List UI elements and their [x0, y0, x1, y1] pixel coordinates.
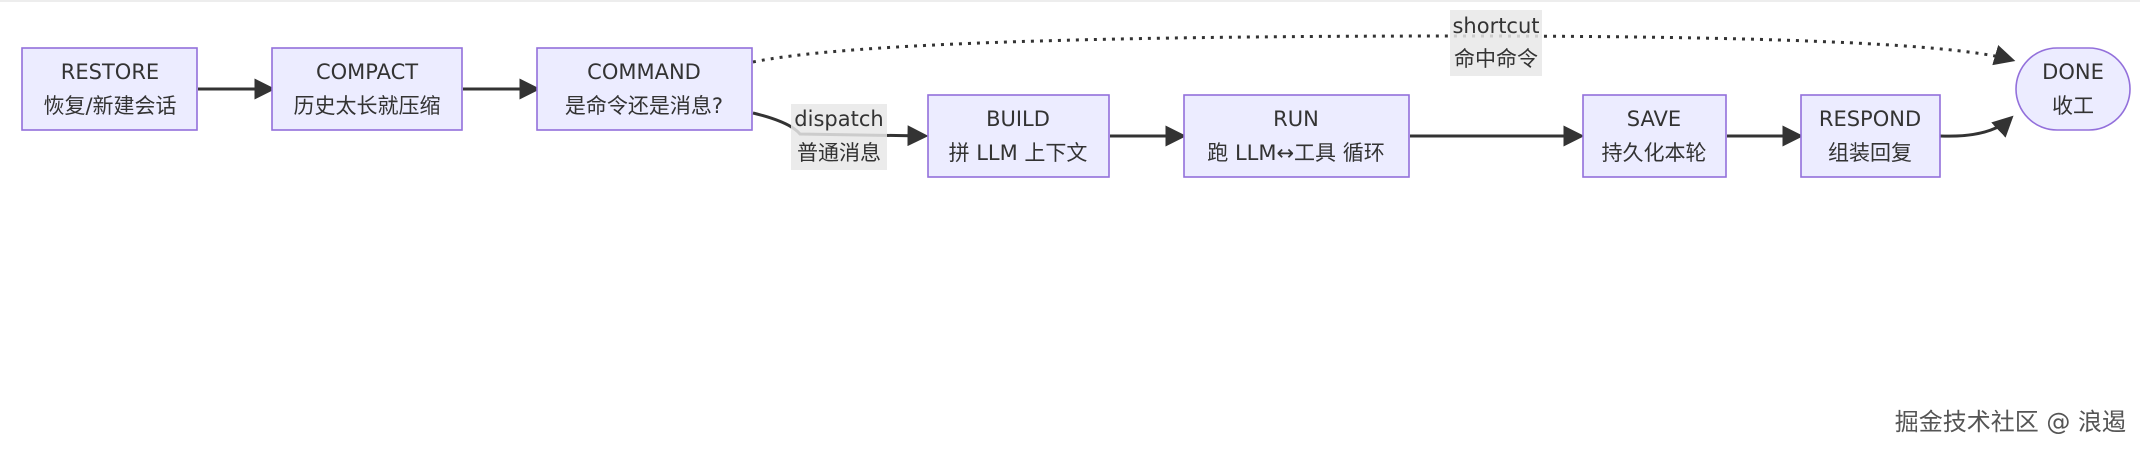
node-command-subtitle: 是命令还是消息? [565, 94, 723, 118]
node-run-title: RUN [1273, 107, 1319, 131]
top-divider [0, 0, 2140, 2]
node-command: COMMAND 是命令还是消息? [536, 47, 753, 131]
node-compact-subtitle: 历史太长就压缩 [294, 94, 441, 118]
node-build-title: BUILD [986, 107, 1050, 131]
node-run-subtitle: 跑 LLM↔工具 循环 [1207, 141, 1384, 165]
edge-label-dispatch: dispatch 普通消息 [791, 104, 887, 170]
node-compact-title: COMPACT [316, 60, 418, 84]
node-done: DONE 收工 [2015, 47, 2131, 131]
node-restore-title: RESTORE [61, 60, 159, 84]
node-save-title: SAVE [1627, 107, 1681, 131]
node-build: BUILD 拼 LLM 上下文 [927, 94, 1110, 178]
node-build-subtitle: 拼 LLM 上下文 [949, 141, 1088, 165]
node-restore-subtitle: 恢复/新建会话 [43, 94, 176, 118]
edge-respond-done [1939, 115, 2014, 138]
node-compact: COMPACT 历史太长就压缩 [271, 47, 463, 131]
edge-label-shortcut-zh: 命中命令 [1454, 47, 1538, 71]
node-done-title: DONE [2042, 60, 2104, 84]
edge-command-done [752, 34, 2016, 66]
edge-label-dispatch-en: dispatch [794, 107, 883, 131]
node-run: RUN 跑 LLM↔工具 循环 [1183, 94, 1410, 178]
node-save: SAVE 持久化本轮 [1582, 94, 1727, 178]
node-save-subtitle: 持久化本轮 [1602, 141, 1707, 165]
node-restore: RESTORE 恢复/新建会话 [21, 47, 198, 131]
watermark-text: 掘金技术社区 @ 浪遏 [1895, 408, 2126, 436]
edge-label-shortcut-en: shortcut [1452, 14, 1539, 38]
node-respond-title: RESPOND [1819, 107, 1921, 131]
node-done-subtitle: 收工 [2052, 94, 2094, 118]
edge-label-dispatch-zh: 普通消息 [797, 141, 881, 165]
edge-label-shortcut: shortcut 命中命令 [1450, 10, 1542, 76]
node-respond-subtitle: 组装回复 [1828, 141, 1912, 165]
node-command-title: COMMAND [587, 60, 701, 84]
node-respond: RESPOND 组装回复 [1800, 94, 1941, 178]
